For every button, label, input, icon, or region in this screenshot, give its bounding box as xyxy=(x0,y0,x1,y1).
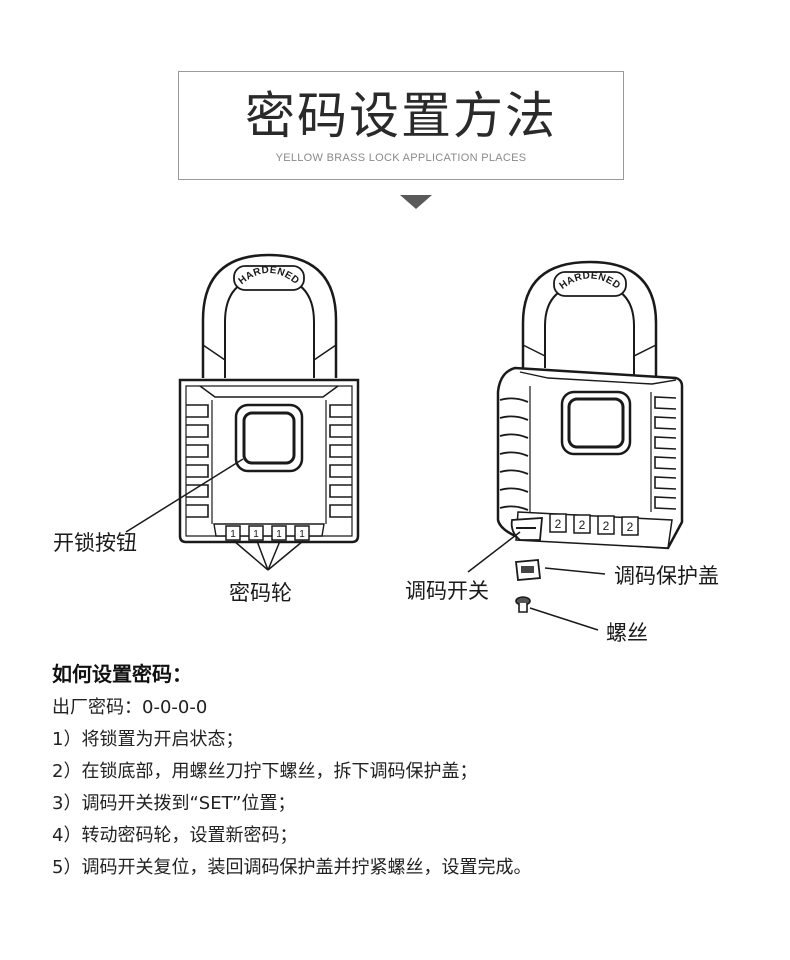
dial-digit: 1 xyxy=(253,529,259,540)
unlock-button-label: 开锁按钮 xyxy=(53,531,137,555)
down-arrow-icon xyxy=(400,195,432,209)
lock-body xyxy=(496,366,684,550)
dial-digit: 2 xyxy=(627,520,634,534)
dial-wheels-front: 1 1 1 1 xyxy=(225,525,310,541)
callout-lines-angled xyxy=(467,531,606,631)
dial-digit: 2 xyxy=(555,517,562,531)
page-title: 密码设置方法 xyxy=(245,87,557,145)
instruction-line: 4）转动密码轮，设置新密码； xyxy=(52,825,298,846)
padlock-angled xyxy=(496,260,684,550)
instruction-line: 出厂密码：0-0-0-0 xyxy=(52,697,208,718)
instruction-line: 5）调码开关复位，装回调码保护盖并拧紧螺丝，设置完成。 xyxy=(52,857,532,878)
instruction-line: 3）调码开关拨到“SET”位置； xyxy=(52,793,296,814)
dial-digit: 1 xyxy=(230,529,236,540)
screw-icon xyxy=(515,596,531,613)
dial-wheels-angled: 2 2 2 2 xyxy=(549,513,639,536)
padlock-front xyxy=(178,253,360,544)
instructions-section: 如何设置密码： 出厂密码：0-0-0-0 1）将锁置为开启状态； 2）在锁底部，… xyxy=(52,660,752,884)
page-subtitle: YELLOW BRASS LOCK APPLICATION PLACES xyxy=(275,152,527,164)
protective-cover-label: 调码保护盖 xyxy=(614,564,719,588)
screw-label: 螺丝 xyxy=(606,621,648,645)
combination-dials-label: 密码轮 xyxy=(229,581,292,605)
shackle xyxy=(201,253,338,378)
dial-digit: 1 xyxy=(276,529,282,540)
instruction-line: 2）在锁底部，用螺丝刀拧下螺丝，拆下调码保护盖； xyxy=(52,761,478,782)
callout-lines-front xyxy=(125,458,304,571)
title-box: 密码设置方法 YELLOW BRASS LOCK APPLICATION PLA… xyxy=(178,71,624,180)
dial-digit: 1 xyxy=(299,529,305,540)
dial-digit: 2 xyxy=(579,518,586,532)
reset-switch-label: 调码开关 xyxy=(405,579,489,603)
shackle xyxy=(521,260,658,378)
instructions-heading: 如何设置密码： xyxy=(52,662,192,686)
instruction-line: 1）将锁置为开启状态； xyxy=(52,729,244,750)
dial-digit: 2 xyxy=(603,519,610,533)
protective-cover xyxy=(515,559,541,581)
